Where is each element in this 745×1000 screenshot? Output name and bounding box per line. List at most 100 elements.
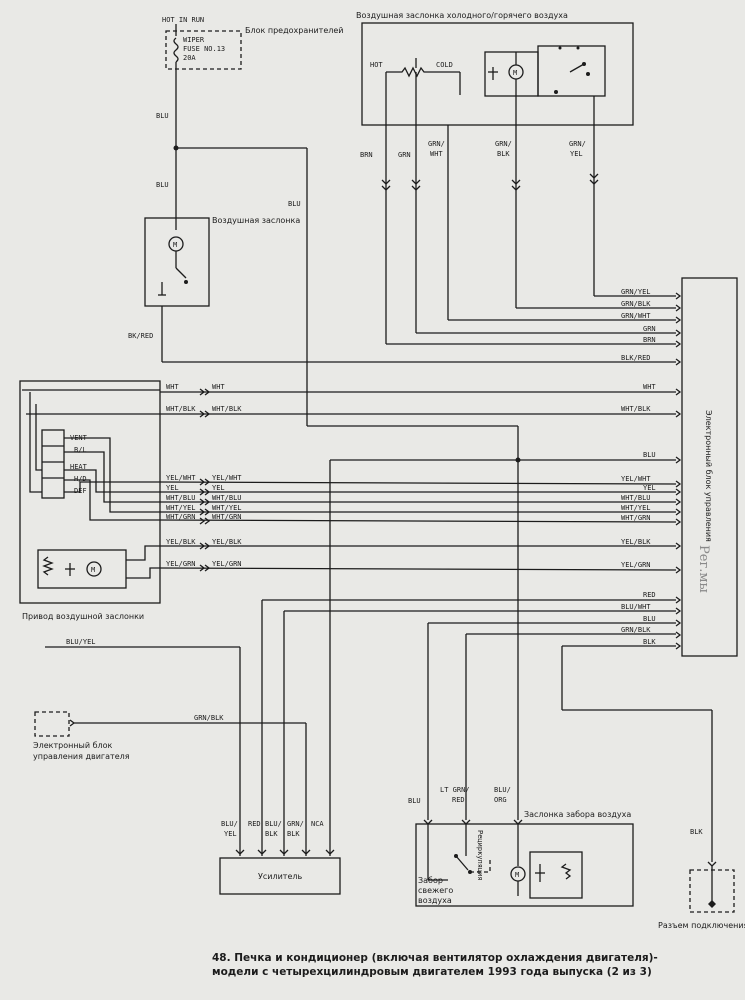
mode-hd-label: H/D bbox=[74, 475, 87, 483]
wire-label-grn-top: GRN bbox=[398, 151, 411, 159]
wire-label-bk-red: BK/RED bbox=[128, 332, 153, 340]
svg-text:M: M bbox=[173, 241, 177, 249]
intake-resistor-icon bbox=[560, 863, 572, 880]
wire-label-wht-grn-left: WHT/GRN bbox=[166, 513, 196, 521]
ecu-pin-wht-blk: WHT/BLK bbox=[621, 405, 651, 413]
wire-label-yel-wht-right: YEL/WHT bbox=[212, 474, 242, 482]
amp-pin-blu-blk-a: BLU/ bbox=[265, 820, 282, 828]
wire-label-wht-blk-right: WHT/BLK bbox=[212, 405, 242, 413]
ecu-pin-blu-1: BLU bbox=[643, 451, 656, 459]
wire-label-wht-blu-left: WHT/BLU bbox=[166, 494, 196, 502]
wire-label-grn-wht-b: WHT bbox=[430, 150, 443, 158]
engine-ecu-box bbox=[34, 711, 70, 737]
intake-pin-lt-grn-a: LT GRN/ bbox=[440, 786, 470, 794]
mix-door-box bbox=[361, 22, 634, 126]
caption-line-2: модели с четырехцилиндровым двигателем 1… bbox=[212, 966, 652, 978]
amp-pin-nca: NCA bbox=[311, 820, 324, 828]
handwriting-note: Рег.мы bbox=[696, 545, 711, 593]
hot-in-run-label: HOT IN RUN bbox=[162, 16, 204, 24]
amplifier-box bbox=[219, 857, 341, 895]
air-damper-label: Воздушная заслонка bbox=[212, 216, 300, 225]
ecu-box bbox=[681, 277, 738, 657]
wire-label-wht-left: WHT bbox=[166, 383, 179, 391]
intake-pin-blu-org-a: BLU/ bbox=[494, 786, 511, 794]
ecu-pin-grn-blk: GRN/BLK bbox=[621, 300, 651, 308]
ecu-pin-yel-wht: YEL/WHT bbox=[621, 475, 651, 483]
wire-label-yel-blk-right: YEL/BLK bbox=[212, 538, 242, 546]
wire-label-wht-blk-left: WHT/BLK bbox=[166, 405, 196, 413]
ecu-vertical-label: Электронный блок управления bbox=[704, 410, 713, 542]
ecu-pin-red: RED bbox=[643, 591, 656, 599]
ecu-pin-grn: GRN bbox=[643, 325, 656, 333]
wire-label-yel-left: YEL bbox=[166, 484, 179, 492]
damper-switch-icon bbox=[175, 267, 187, 279]
mix-door-label: Воздушная заслонка холодного/горячего во… bbox=[356, 11, 568, 20]
fuse-block-box bbox=[165, 30, 242, 70]
wire-label-grn-wht-a: GRN/ bbox=[428, 140, 445, 148]
ecu-pin-brn: BRN bbox=[643, 336, 656, 344]
mix-switch-icon bbox=[569, 63, 585, 73]
wire-label-blu-1: BLU bbox=[156, 112, 169, 120]
intake-switch-icon bbox=[455, 855, 469, 871]
connector-label: Разъем подключения bbox=[658, 921, 745, 930]
ecu-pin-blk: BLK bbox=[643, 638, 656, 646]
cold-label: COLD bbox=[436, 61, 453, 69]
intake-pin-lt-grn-b: RED bbox=[452, 796, 465, 804]
amp-pin-red: RED bbox=[248, 820, 261, 828]
engine-ecu-label-1: Электронный блок bbox=[33, 741, 113, 750]
wire-label-wht-yel-right: WHT/YEL bbox=[212, 504, 242, 512]
ecu-pin-yel-blk: YEL/BLK bbox=[621, 538, 651, 546]
ecu-pin-yel: YEL bbox=[643, 484, 656, 492]
intake-door-label: Заслонка забора воздуха bbox=[524, 810, 631, 819]
wire-label-brn: BRN bbox=[360, 151, 373, 159]
amp-pin-blu-yel-a: BLU/ bbox=[221, 820, 238, 828]
fuse-symbol-icon bbox=[173, 37, 179, 63]
wire-label-blu-yel: BLU/YEL bbox=[66, 638, 96, 646]
wire-label-grn-blk-a: GRN/ bbox=[495, 140, 512, 148]
svg-text:M: M bbox=[515, 871, 519, 879]
ecu-pin-wht: WHT bbox=[643, 383, 656, 391]
actuator-motor-icon bbox=[86, 561, 102, 577]
mix-motor-m: M bbox=[513, 69, 517, 77]
amp-pin-blu-blk-b: BLK bbox=[265, 830, 278, 838]
actuator-resistor-icon bbox=[42, 556, 54, 576]
ecu-pin-blk-red: BLK/RED bbox=[621, 354, 651, 362]
mode-bl-label: B/L bbox=[74, 446, 87, 454]
wire-label-blu-3: BLU bbox=[288, 200, 301, 208]
wire-label-grn-blk-lower: GRN/BLK bbox=[194, 714, 224, 722]
mode-switch-block bbox=[41, 429, 65, 499]
amp-pin-grn-blk-a: GRN/ bbox=[287, 820, 304, 828]
wire-label-yel-right: YEL bbox=[212, 484, 225, 492]
wire-label-wht-grn-right: WHT/GRN bbox=[212, 513, 242, 521]
intake-door-box bbox=[415, 823, 634, 907]
fuse-block-label: Блок предохранителей bbox=[245, 26, 344, 35]
intake-pin-blu-org-b: ORG bbox=[494, 796, 507, 804]
wire-label-wht-blu-right: WHT/BLU bbox=[212, 494, 242, 502]
ecu-pin-grn-yel: GRN/YEL bbox=[621, 288, 651, 296]
actuator-label: Привод воздушной заслонки bbox=[22, 612, 144, 621]
intake-pin-blu: BLU bbox=[408, 797, 421, 805]
ecu-pin-grn-wht: GRN/WHT bbox=[621, 312, 651, 320]
wire-label-grn-yel-b: YEL bbox=[570, 150, 583, 158]
air-damper-box bbox=[144, 217, 210, 307]
fresh-air-label-1: Забор bbox=[418, 876, 443, 885]
hot-label: HOT bbox=[370, 61, 383, 69]
wire-label-yel-blk-left: YEL/BLK bbox=[166, 538, 196, 546]
wire-label-yel-grn-left: YEL/GRN bbox=[166, 560, 196, 568]
connector-pin-blk: BLK bbox=[690, 828, 703, 836]
caption-line-1: 48. Печка и кондиционер (включая вентиля… bbox=[212, 952, 658, 964]
fresh-air-label-2: свежего bbox=[418, 886, 453, 895]
ecu-pin-wht-blu: WHT/BLU bbox=[621, 494, 651, 502]
mode-heat-label: HEAT bbox=[70, 463, 88, 471]
fuse-wiper-label: WIPER bbox=[183, 36, 205, 44]
wire-label-grn-yel-a: GRN/ bbox=[569, 140, 586, 148]
wire-label-yel-grn-right: YEL/GRN bbox=[212, 560, 242, 568]
ecu-pin-wht-yel: WHT/YEL bbox=[621, 504, 651, 512]
svg-text:M: M bbox=[91, 566, 95, 574]
amplifier-label: Усилитель bbox=[258, 872, 302, 881]
amp-pin-grn-blk-b: BLK bbox=[287, 830, 300, 838]
potentiometer-icon bbox=[386, 66, 460, 78]
fresh-air-label-3: воздуха bbox=[418, 896, 452, 905]
wire-label-blu-2: BLU bbox=[156, 181, 169, 189]
